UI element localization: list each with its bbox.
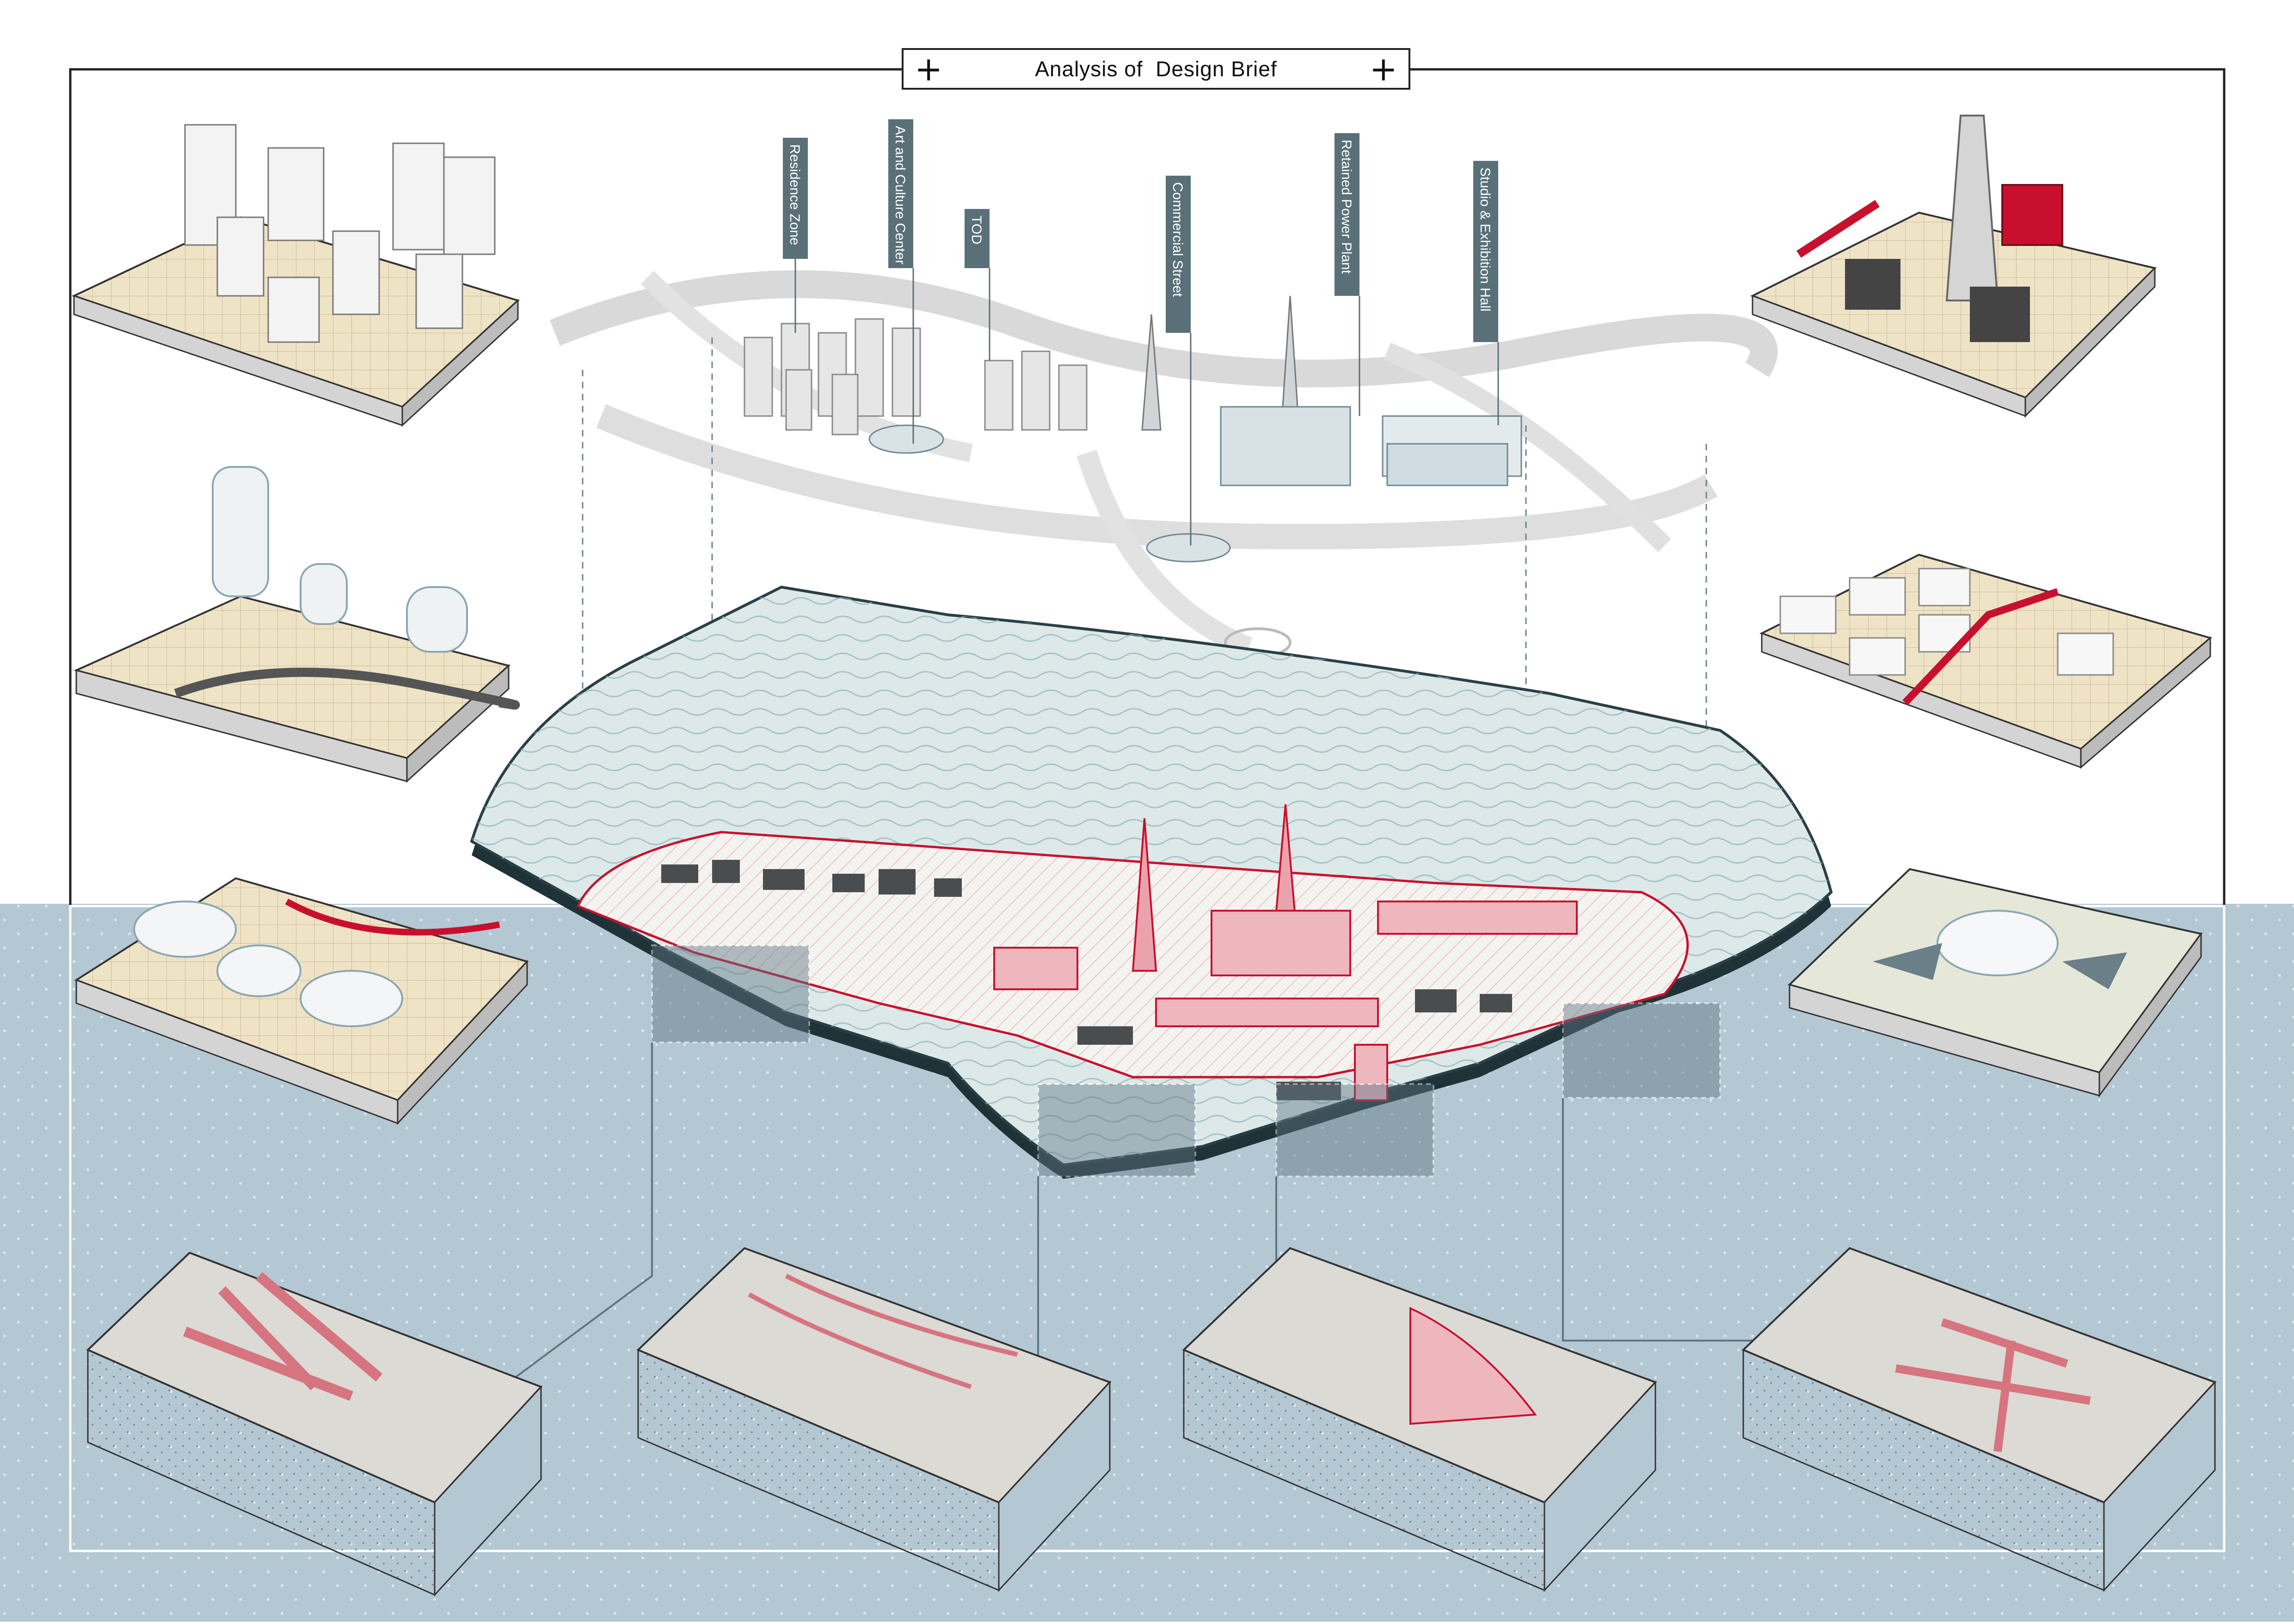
flag-leaders xyxy=(794,259,1499,545)
flag-label: Residence Zone xyxy=(787,144,802,245)
plus-icon: + xyxy=(1369,49,1397,88)
thumb-power-plant xyxy=(1750,115,2157,418)
flag-label: Commercial Street xyxy=(1170,182,1185,297)
flag-residence-zone: Residence Zone xyxy=(783,138,808,259)
flag-label: Retained Power Plant xyxy=(1339,140,1354,274)
section-block-2 xyxy=(636,1247,1112,1592)
thumb-exhibition xyxy=(1788,868,2203,1098)
section-block-3 xyxy=(1182,1247,1657,1592)
flag-tod: TOD xyxy=(965,209,990,268)
flag-retained-power-plant: Retained Power Plant xyxy=(1335,133,1359,296)
title-box: + Analysis of Design Brief + xyxy=(902,48,1410,90)
master-plan xyxy=(549,270,1778,658)
page-title: Analysis of Design Brief xyxy=(1035,57,1277,81)
outer-frame xyxy=(69,68,2226,906)
plus-icon: + xyxy=(915,49,943,88)
flag-label: Studio & Exhibition Hall xyxy=(1477,167,1493,312)
terrain-model xyxy=(470,585,1833,1179)
thumb-commercial xyxy=(74,877,529,1125)
section-blocks xyxy=(86,1247,2217,1597)
flag-art-culture-center: Art and Culture Center xyxy=(888,119,913,268)
thumb-studio xyxy=(1759,553,2213,769)
connector-lines xyxy=(489,1042,1803,1397)
section-block-4 xyxy=(1741,1247,2217,1592)
flag-studio-exhibition-hall: Studio & Exhibition Hall xyxy=(1473,161,1498,342)
flag-label: Art and Culture Center xyxy=(892,126,908,265)
thumb-residence xyxy=(71,124,520,427)
zoom-boxes xyxy=(651,944,1721,1177)
flag-commercial-street: Commercial Street xyxy=(1166,176,1191,333)
section-block-1 xyxy=(86,1251,543,1597)
flag-label: TOD xyxy=(969,215,984,245)
thumb-art-culture xyxy=(74,466,520,783)
thumbnails xyxy=(71,115,2213,1125)
